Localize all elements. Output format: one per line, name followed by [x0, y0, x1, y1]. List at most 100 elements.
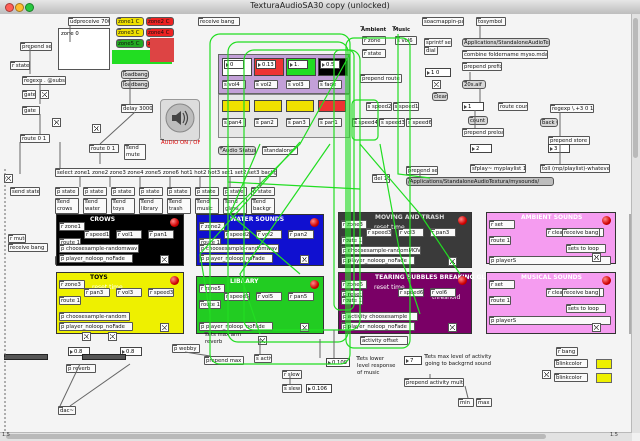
send-3[interactable]: send toys — [111, 198, 135, 214]
prepend-set-object[interactable]: prepend set — [20, 42, 52, 51]
panel-trash-item-4[interactable]: route 1 — [341, 236, 363, 245]
pan-send-1[interactable]: s pan4 — [222, 118, 246, 127]
panel-music-item-1[interactable]: route 1 — [489, 296, 511, 305]
panel-trash-item-6[interactable]: p player_noloop_noFade — [341, 256, 416, 265]
panel-toggle-ambient[interactable] — [592, 253, 601, 262]
gate2-object[interactable]: gate — [22, 106, 40, 115]
p-state-4[interactable]: p state — [139, 187, 163, 196]
pan-send-3[interactable]: s pan3 — [286, 118, 310, 127]
panel-trash-item-3[interactable]: r pan3 — [430, 228, 456, 237]
panel-trash-item-1[interactable]: r speed3 — [366, 228, 392, 237]
zone-button-3[interactable]: zone3 C — [116, 28, 144, 37]
panel-music-item-6[interactable]: p playerS — [489, 316, 611, 325]
loadbang2-object[interactable]: loadbang — [121, 80, 149, 89]
receive-bang-object[interactable]: receive bang — [8, 243, 48, 252]
panel-ambient-item-5[interactable]: sets to loop — [566, 244, 606, 253]
panel-glass-item-7[interactable]: activity offset — [360, 336, 408, 345]
prepend-preload-object[interactable]: prepend preload — [462, 128, 504, 137]
reverb-level-2[interactable]: 0.8 — [120, 347, 142, 356]
max-activity-number[interactable]: 7 — [404, 356, 422, 365]
vol-send-2[interactable]: s vol2 — [254, 80, 278, 89]
sprintf-object[interactable]: sprintf set — [424, 38, 452, 47]
speed-send-4[interactable]: s speed1 — [392, 102, 419, 111]
tosymbol-object[interactable]: tosymbol — [476, 17, 506, 26]
close-window-button[interactable] — [5, 3, 14, 12]
panel-library-item-2[interactable]: r vol5 — [256, 292, 282, 301]
p-state-6[interactable]: p state — [195, 187, 219, 196]
panel-water-item-3[interactable]: r pan2 — [288, 230, 314, 239]
panel-water-item-2[interactable]: r vol2 — [256, 230, 282, 239]
audio-status-msg[interactable]: "Audio Status" — [218, 146, 256, 155]
panel-toggle-glass[interactable] — [448, 323, 457, 332]
combine-object[interactable]: combine foldername myso.mda — [462, 50, 548, 59]
num-box-2[interactable]: 2 — [470, 144, 492, 153]
tone-dial-number[interactable]: 1 0 — [425, 68, 451, 77]
pan-cell-2[interactable] — [254, 100, 282, 112]
send-5[interactable]: send trash — [167, 198, 191, 214]
prepend-set-right[interactable]: prepend set — [406, 166, 438, 175]
zone-button-2[interactable]: zone2 C — [146, 17, 174, 26]
sfplay-object[interactable]: sfplay~ myplaylist 1000000 — [470, 164, 526, 173]
horizontal-scroll-thumb[interactable] — [6, 434, 546, 439]
panel-music-item-5[interactable]: sets to loop — [566, 304, 606, 313]
panel-toggle-library[interactable] — [300, 323, 309, 332]
panel-crows-item-0[interactable]: r zone1 — [59, 222, 85, 231]
num-box-3[interactable]: 3 — [548, 144, 570, 153]
p-state-7[interactable]: p state — [223, 187, 247, 196]
vertical-scrollbar[interactable] — [631, 14, 640, 433]
panel-toggle-water[interactable] — [300, 255, 309, 264]
clear-message[interactable]: clear — [432, 92, 448, 101]
panel-ambient-item-1[interactable]: route 1 — [489, 236, 511, 245]
zone-button-5[interactable]: zone5 C — [116, 39, 144, 48]
udpreceive-object[interactable]: udpreceive 7000 — [68, 17, 110, 26]
loadbang1-object[interactable]: loadbang — [121, 70, 149, 79]
panel-toys-item-0[interactable]: r zone3 — [59, 280, 85, 289]
reverb-level-1[interactable]: 0.8 — [68, 347, 90, 356]
count-message[interactable]: count 0 — [468, 116, 488, 125]
panel-toys-item-1[interactable]: r pan3 — [84, 288, 110, 297]
panel-crows-item-5[interactable]: p choosesample-randomwav — [59, 244, 140, 253]
back-message[interactable]: back 0 — [540, 118, 558, 127]
panel-toys-item-6[interactable]: p player_noloop_noFade — [59, 322, 134, 331]
receive-bang-top[interactable]: receive bang — [198, 17, 240, 26]
send-state-object[interactable]: send state — [10, 187, 40, 196]
blinkcolor1-object[interactable]: blinkcolor — [554, 359, 588, 368]
panel-music-item-0[interactable]: r set — [489, 280, 515, 289]
panel-ambient-item-6[interactable]: p playerS — [489, 256, 611, 265]
bang-toggle[interactable] — [542, 370, 551, 379]
fileinfo-object[interactable]: soacmappin-path — [422, 17, 464, 26]
p-state-2[interactable]: p state — [83, 187, 107, 196]
r-slew-object[interactable]: r slew — [282, 370, 302, 379]
send-2[interactable]: send water — [83, 198, 107, 214]
activity-toggle[interactable] — [258, 336, 267, 345]
path2-message[interactable]: /Applications/StandaloneAudioTextura/mys… — [406, 177, 554, 186]
panel-glass-item-5[interactable]: p activity choosesample — [341, 312, 419, 321]
panel-ambient-item-4[interactable]: receive bang — [562, 228, 600, 237]
panel-toggle-crows[interactable] — [160, 255, 169, 264]
zoom-value-box[interactable]: 0.109 — [326, 358, 350, 367]
panel-water-item-6[interactable]: p player_noloop_noFade — [199, 254, 274, 263]
zone-button-4[interactable]: zone4 C — [146, 28, 174, 37]
vol-send-1[interactable]: s vol4 — [222, 80, 246, 89]
minimize-window-button[interactable] — [15, 3, 24, 12]
panel-glass-item-4[interactable]: route 1 — [341, 296, 363, 305]
panel-toggle-music[interactable] — [592, 323, 601, 332]
send-mute-object[interactable]: send mute — [124, 144, 146, 160]
panel-crows-item-6[interactable]: p player_noloop_noFade — [59, 254, 134, 263]
num-box-1[interactable]: 1 — [462, 102, 484, 111]
panel-glass-item-6[interactable]: p player_noloop_noFade — [341, 322, 416, 331]
regexp-object[interactable]: regexp . @substitute — [22, 76, 66, 85]
gate-object[interactable]: gate — [22, 90, 36, 99]
panel-trash-item-2[interactable]: r vol3 — [398, 228, 424, 237]
panel-trash-item-5[interactable]: p choosesample-randomMOV — [341, 246, 422, 255]
send-4[interactable]: send library — [139, 198, 163, 214]
max-object[interactable]: max — [476, 398, 492, 407]
state-toggle[interactable] — [52, 118, 61, 127]
pan-cell-1[interactable] — [222, 100, 250, 112]
p-state-8[interactable]: p state — [251, 187, 275, 196]
speed-send-3[interactable]: s speed3 — [379, 118, 405, 127]
send-8[interactable]: send backgr — [251, 198, 275, 214]
pan-send-2[interactable]: s pan2 — [254, 118, 278, 127]
reverb-toggle-1[interactable] — [82, 332, 91, 341]
panel-glass-item-3[interactable]: r vol6 — [430, 288, 456, 297]
